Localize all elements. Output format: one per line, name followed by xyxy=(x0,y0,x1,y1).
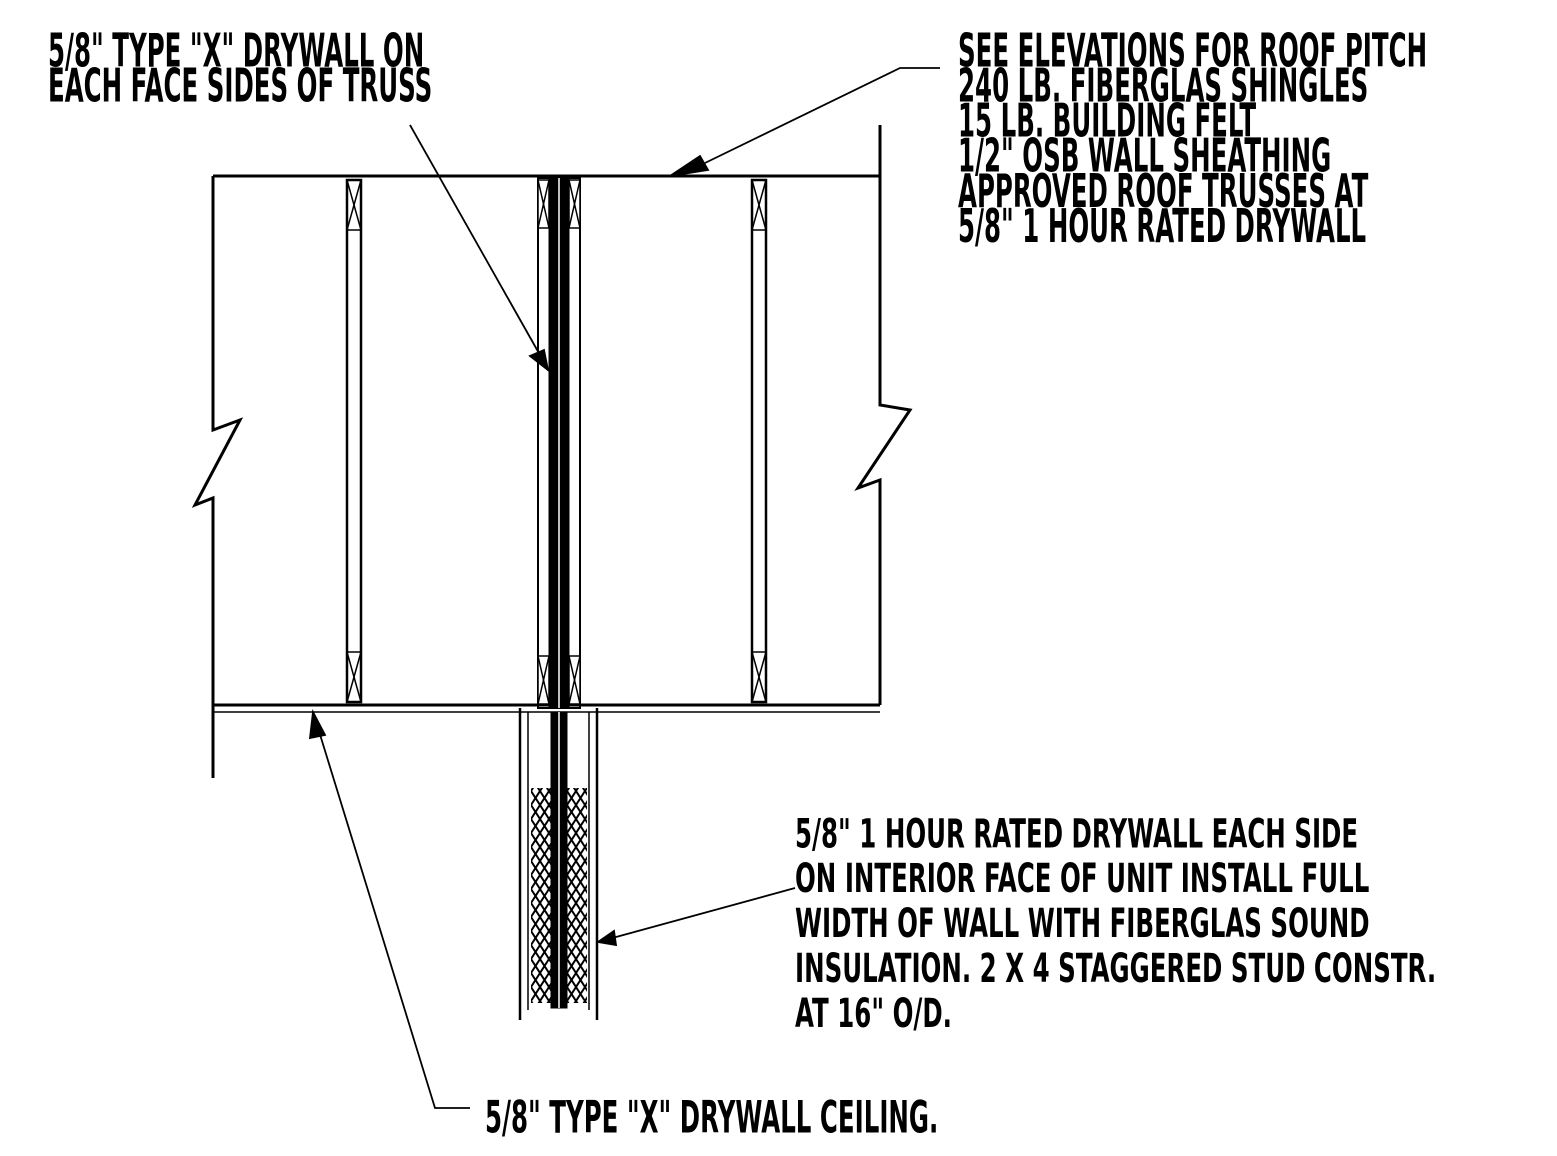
right-truss-member xyxy=(750,178,768,704)
arrow-truss xyxy=(528,348,550,373)
left-break-line xyxy=(191,176,244,705)
arrow-ceiling xyxy=(308,708,327,740)
leader-lines xyxy=(308,67,940,1109)
note-line: ON INTERIOR FACE OF UNIT INSTALL FULL xyxy=(795,855,1370,903)
insulation-left xyxy=(531,788,551,1003)
center-fire-truss xyxy=(537,177,581,709)
right-break-line xyxy=(854,125,913,705)
note-line: 5/8" 1 HOUR RATED DRYWALL xyxy=(958,200,1367,255)
note-line: 5/8" TYPE "X" DRYWALL ON xyxy=(48,24,425,79)
note-line: 1/2" OSB WALL SHEATHING xyxy=(958,129,1332,184)
arrow-wall xyxy=(595,929,618,947)
note-line: INSULATION. 2 X 4 STAGGERED STUD CONSTR. xyxy=(795,945,1437,993)
party-wall-note: 5/8" 1 HOUR RATED DRYWALL EACH SIDE ON I… xyxy=(795,812,1436,1036)
note-line: 5/8" 1 HOUR RATED DRYWALL EACH SIDE xyxy=(795,810,1359,859)
truss-drywall-note: 5/8" TYPE "X" DRYWALL ON EACH FACE SIDES… xyxy=(48,24,433,114)
note-line: EACH FACE SIDES OF TRUSS xyxy=(48,59,433,114)
note-line: AT 16" O/D. xyxy=(795,990,952,1038)
note-line: 5/8" TYPE "X" DRYWALL CEILING. xyxy=(485,1092,939,1145)
note-line: SEE ELEVATIONS FOR ROOF PITCH xyxy=(958,24,1428,79)
note-line: WIDTH OF WALL WITH FIBERGLAS SOUND xyxy=(795,900,1370,948)
note-line: 240 LB. FIBERGLAS SHINGLES xyxy=(958,59,1369,114)
roof-assembly-note: SEE ELEVATIONS FOR ROOF PITCH 240 LB. FI… xyxy=(958,24,1428,255)
note-line: APPROVED ROOF TRUSSES AT xyxy=(958,164,1369,219)
arrow-roof xyxy=(669,154,710,177)
ceiling-note: 5/8" TYPE "X" DRYWALL CEILING. xyxy=(485,1096,938,1140)
truss-envelope xyxy=(191,125,913,778)
note-line: 15 LB. BUILDING FELT xyxy=(958,94,1257,149)
left-truss-member xyxy=(345,178,363,704)
insulation-right xyxy=(567,788,587,1003)
party-wall xyxy=(518,708,599,1020)
